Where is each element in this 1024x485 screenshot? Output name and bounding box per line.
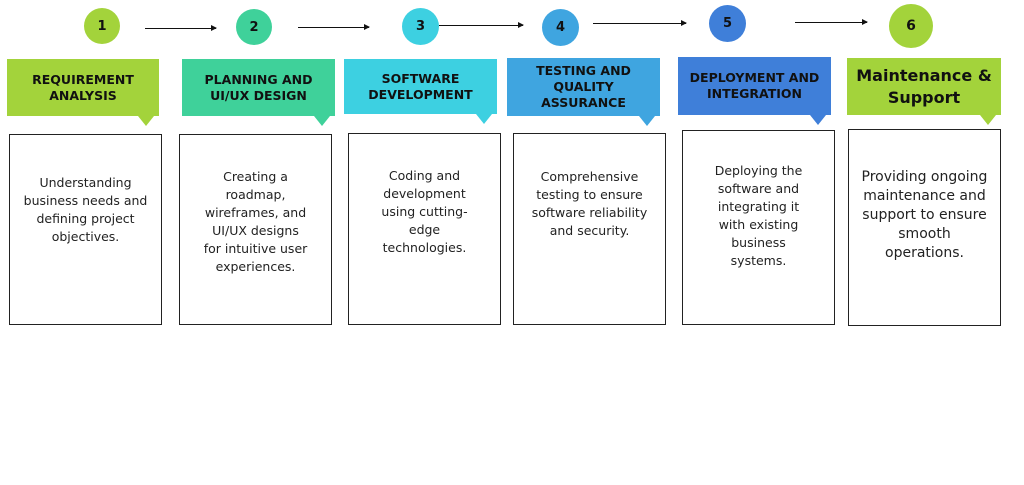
step-6-banner: Maintenance & Support	[847, 58, 1001, 125]
step-4-number: 4	[542, 9, 579, 46]
step-1-banner: REQUIREMENT ANALYSIS	[7, 59, 159, 126]
step-4-banner: TESTING AND QUALITY ASSURANCE	[507, 58, 660, 126]
step-1-description-box: Understanding business needs and definin…	[9, 134, 162, 325]
step-4-description: Comprehensive testing to ensure software…	[531, 169, 648, 238]
step-4-title: TESTING AND QUALITY ASSURANCE	[536, 63, 631, 110]
step-3-banner: SOFTWARE DEVELOPMENT	[344, 59, 497, 124]
step-4-description-box: Comprehensive testing to ensure software…	[513, 133, 666, 325]
step-6-title: Maintenance & Support	[856, 65, 992, 107]
step-3-description-box: Coding and development using cutting- ed…	[348, 133, 501, 325]
arrow-2-3	[298, 24, 370, 30]
step-1-description: Understanding business needs and definin…	[23, 175, 148, 244]
step-6-description-box: Providing ongoing maintenance and suppor…	[848, 129, 1001, 326]
step-2-number: 2	[236, 9, 272, 45]
step-2-title: PLANNING AND UI/UX DESIGN	[204, 71, 313, 103]
step-6-number: 6	[889, 4, 933, 48]
step-2-description-box: Creating a roadmap, wireframes, and UI/U…	[179, 134, 332, 325]
step-3-title: SOFTWARE DEVELOPMENT	[368, 70, 473, 102]
arrow-1-2	[145, 25, 217, 31]
step-6-description: Providing ongoing maintenance and suppor…	[861, 169, 988, 261]
step-5-title: DEPLOYMENT AND INTEGRATION	[689, 70, 820, 101]
arrow-3-4	[439, 22, 524, 28]
step-5-banner: DEPLOYMENT AND INTEGRATION	[678, 57, 831, 125]
step-5-description: Deploying the software and integrating i…	[714, 163, 803, 268]
step-1-number: 1	[84, 8, 120, 44]
arrow-5-6	[795, 19, 868, 25]
step-2-description: Creating a roadmap, wireframes, and UI/U…	[203, 169, 308, 274]
step-2-banner: PLANNING AND UI/UX DESIGN	[182, 59, 335, 126]
step-3-number: 3	[402, 8, 439, 45]
step-3-description: Coding and development using cutting- ed…	[381, 168, 468, 255]
step-1-title: REQUIREMENT ANALYSIS	[32, 71, 134, 103]
arrow-4-5	[593, 20, 687, 26]
step-5-number: 5	[709, 5, 746, 42]
step-5-description-box: Deploying the software and integrating i…	[682, 130, 835, 325]
